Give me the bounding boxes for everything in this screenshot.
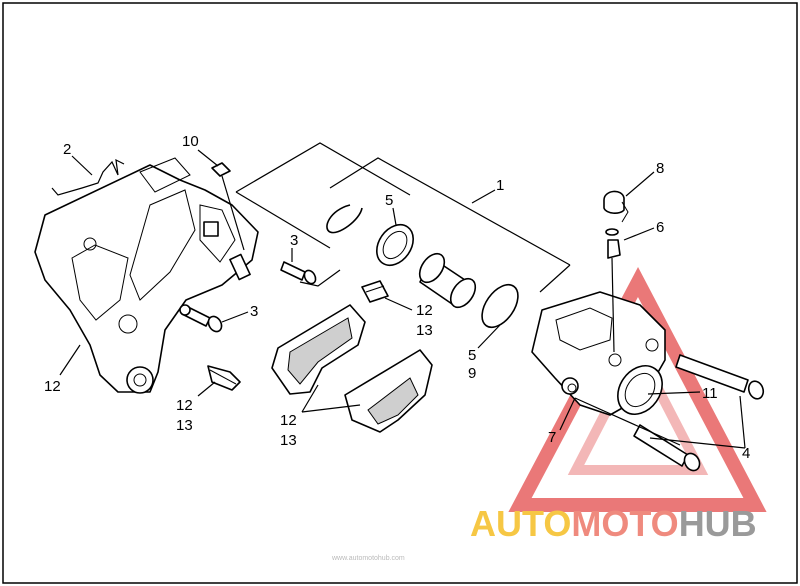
callout-13-clip-lower: 13 <box>176 417 193 434</box>
svg-text:AUTOMOTOHUB: AUTOMOTOHUB <box>470 503 757 544</box>
callout-6: 6 <box>656 219 664 236</box>
leader-lines <box>59 142 746 449</box>
callout-11: 11 <box>702 385 718 402</box>
retaining-ring <box>326 204 363 234</box>
callout-1: 1 <box>496 177 504 194</box>
bleeder-cap <box>603 190 629 223</box>
callout-4: 4 <box>742 445 750 462</box>
callout-7: 7 <box>548 429 556 446</box>
watermark-logo: AUTOMOTOHUB www.automotohub.com <box>331 503 757 562</box>
bleeder-valve <box>605 228 621 259</box>
brake-pad-right <box>344 349 433 433</box>
brake-pad-left <box>271 304 366 395</box>
callout-2: 2 <box>63 141 71 158</box>
callout-3-upper: 3 <box>290 232 298 249</box>
guide-bolt-upper <box>675 354 765 400</box>
callout-12-clip-lower: 12 <box>176 397 193 414</box>
guide-bolt-lower <box>633 424 701 472</box>
seal-5 <box>376 223 414 267</box>
watermark-moto: MOTO <box>571 503 678 544</box>
bolt-3-lower <box>179 304 223 333</box>
callout-13-clip-upper: 13 <box>416 322 433 339</box>
callout-13-pads: 13 <box>280 432 297 449</box>
caliper-bracket <box>34 157 259 394</box>
callout-12-bracket: 12 <box>44 378 61 395</box>
pad-clip-upper <box>361 280 389 303</box>
watermark-hub: HUB <box>679 503 757 544</box>
watermark-auto: AUTO <box>470 503 571 544</box>
watermark-footer: www.automotohub.com <box>331 555 405 562</box>
callout-labels: 1 2 10 3 3 5 5 9 8 6 11 7 4 12 12 13 12 … <box>44 133 750 462</box>
callout-5-lower: 5 <box>468 347 476 364</box>
callout-8: 8 <box>656 160 664 177</box>
o-ring-5-9 <box>481 283 519 329</box>
callout-12-pads: 12 <box>280 412 297 429</box>
spring-clip <box>51 158 125 196</box>
caliper-body <box>531 291 666 416</box>
callout-3-lower: 3 <box>250 303 258 320</box>
callout-10: 10 <box>182 133 199 150</box>
piston <box>418 252 477 309</box>
bolt-3-upper <box>280 261 317 285</box>
pin-10 <box>211 162 231 177</box>
pad-clip-lower <box>207 365 241 391</box>
callout-12-clip-upper: 12 <box>416 302 433 319</box>
seal-7 <box>567 383 577 393</box>
callout-5-upper: 5 <box>385 192 393 209</box>
callout-9: 9 <box>468 365 476 382</box>
